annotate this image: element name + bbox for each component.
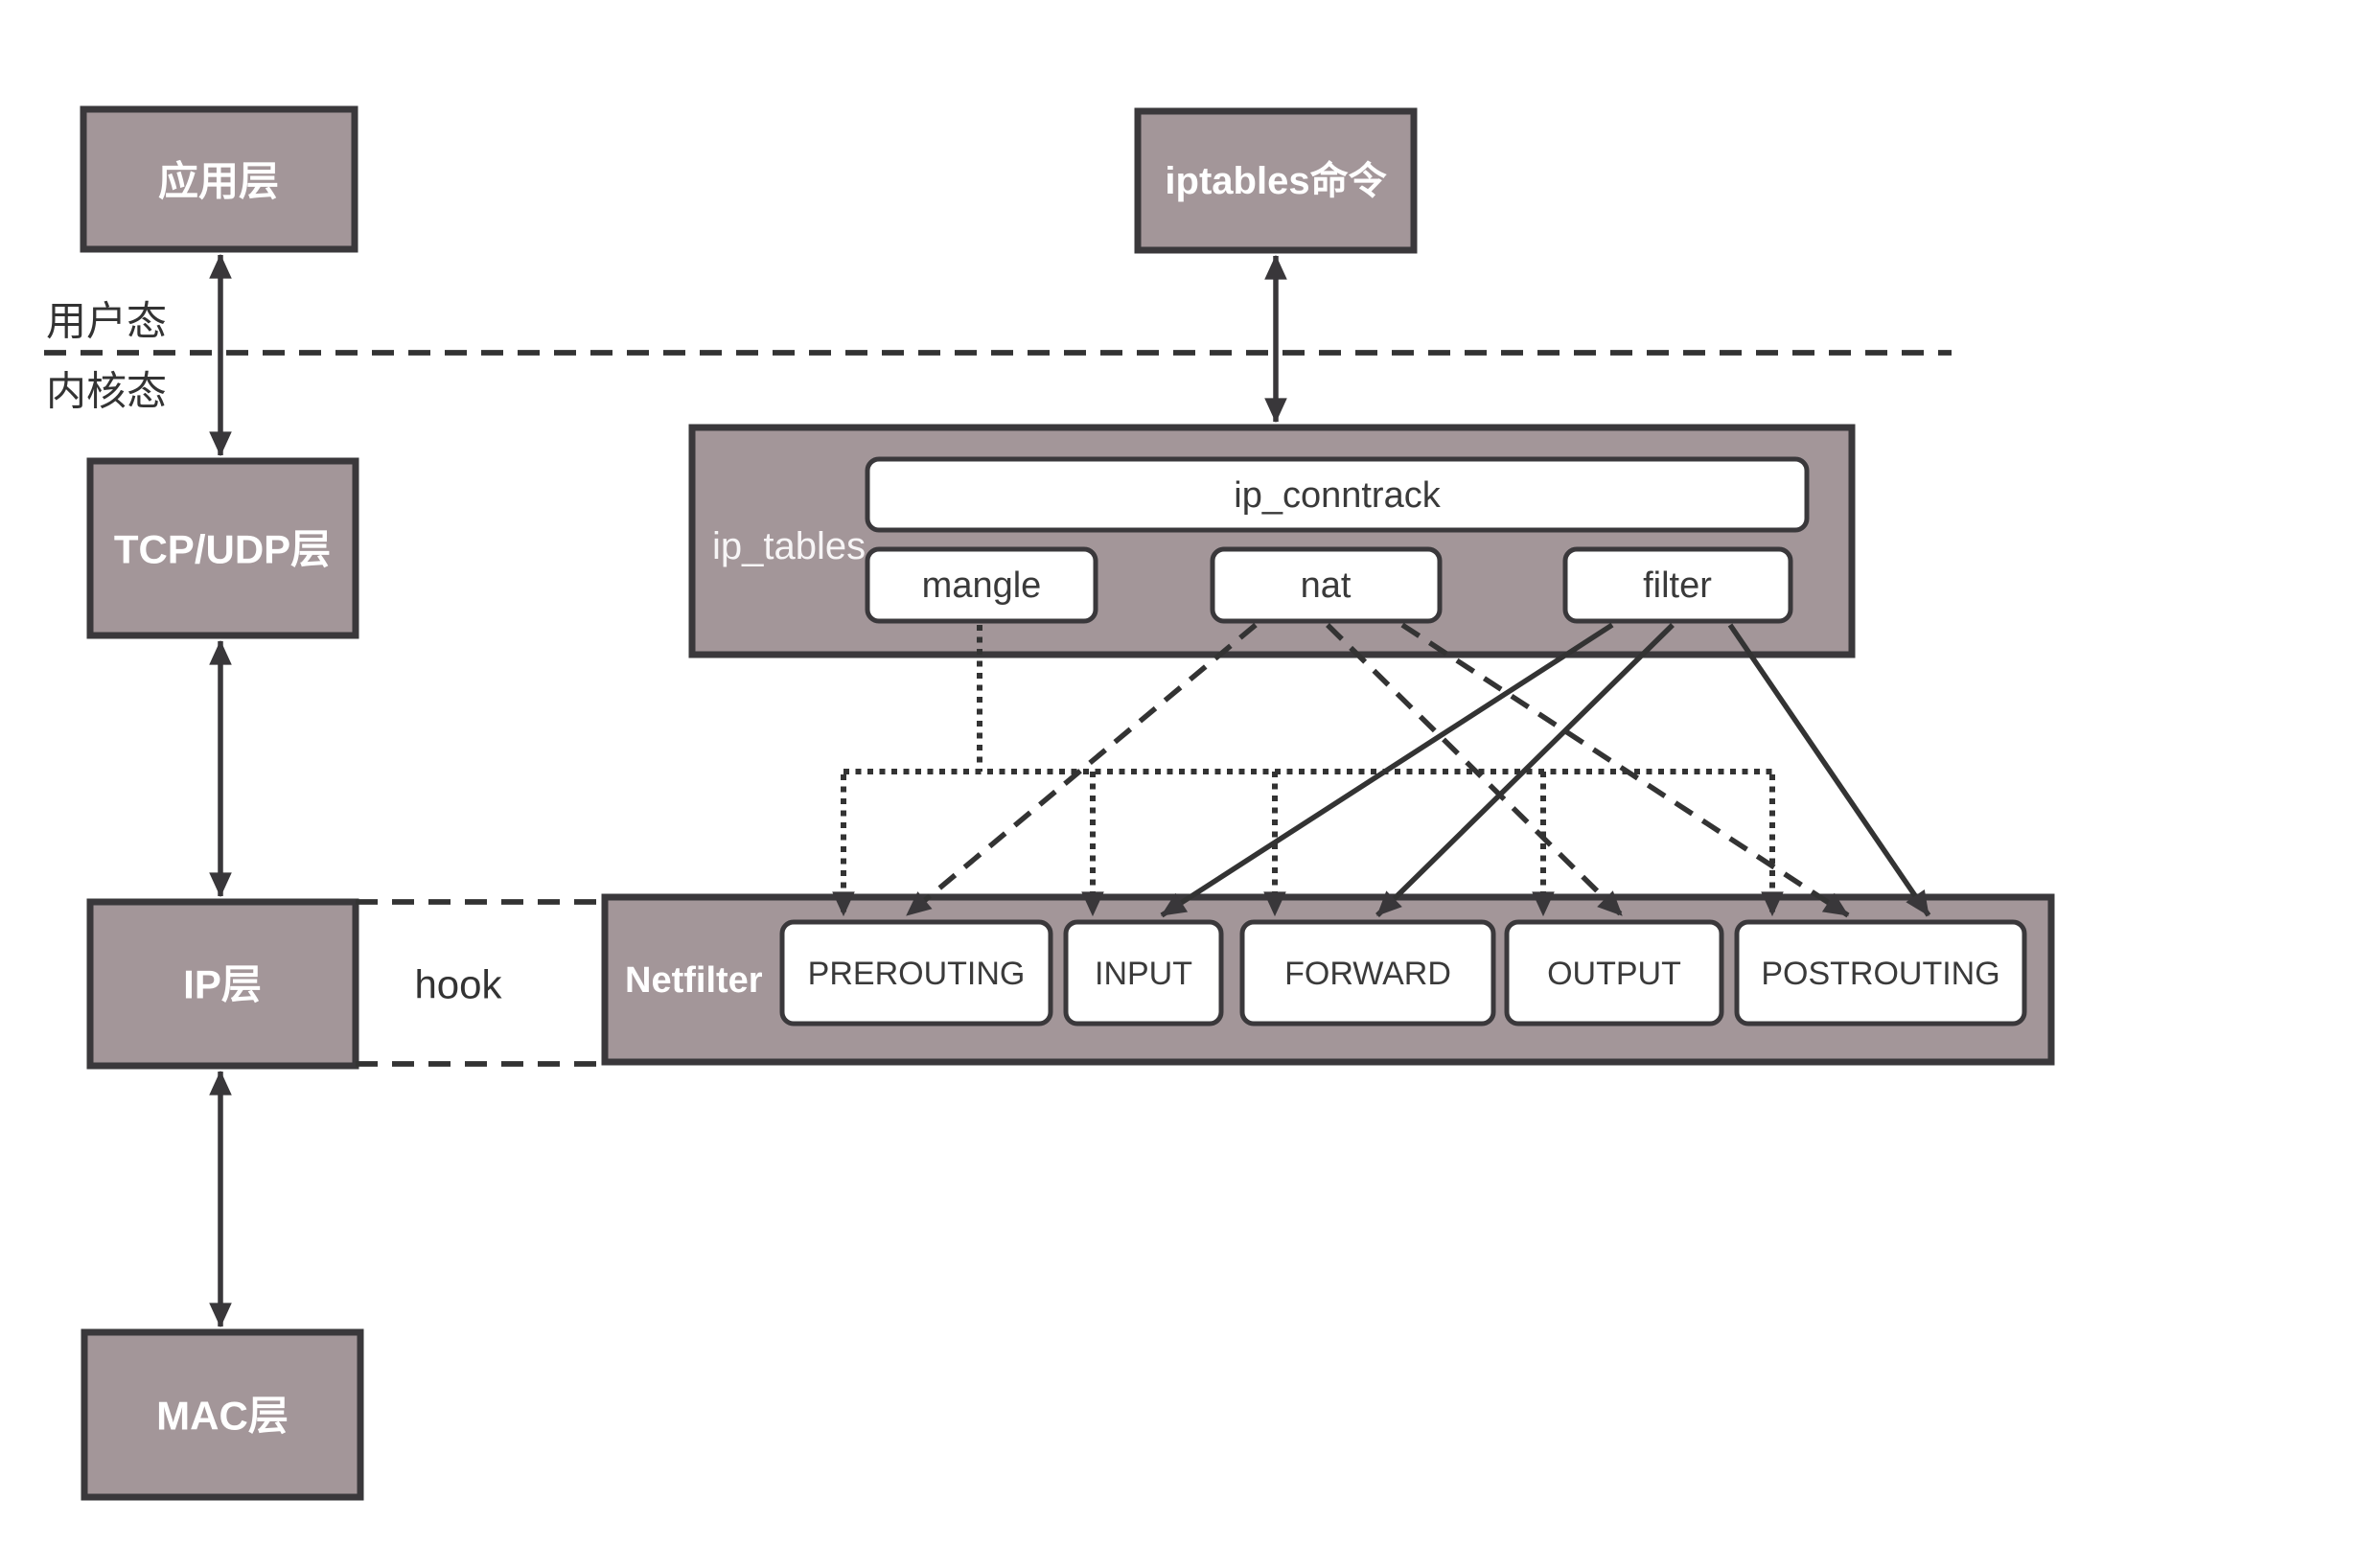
iptables-command-box: [1134, 107, 1418, 254]
postrouting-chain-box: [1734, 919, 2027, 1027]
nat-to-prerouting-arrow: [905, 622, 1258, 918]
tcp-udp-layer-box: [86, 457, 359, 639]
nat-table-box: [1210, 546, 1443, 624]
hook-label: hook: [414, 962, 502, 1007]
iptables-command-label: iptables命令: [1165, 159, 1387, 202]
user-mode-label: 用户态: [46, 299, 167, 344]
filter-table-label: filter: [1643, 565, 1712, 606]
filter-to-postrouting-arrow: [1727, 623, 1931, 917]
prerouting-chain-label: PREROUTING: [808, 956, 1026, 992]
ip-tables-label: ip_tables: [712, 525, 866, 567]
mac-layer-label: MAC层: [156, 1394, 289, 1439]
nat-table-label: nat: [1301, 565, 1352, 606]
filter-to-forward-arrow: [1375, 623, 1675, 917]
ip-conntrack-label: ip_conntrack: [1234, 475, 1441, 516]
postrouting-chain-label: POSTROUTING: [1761, 956, 1999, 992]
kernel-mode-label: 内核态: [46, 369, 167, 414]
input-chain-label: INPUT: [1095, 956, 1192, 992]
ip-conntrack-box: [865, 456, 1810, 533]
output-chain-box: [1504, 919, 1724, 1027]
tcp-udp-layer-label: TCP/UDP层: [114, 527, 331, 572]
forward-chain-box: [1239, 919, 1496, 1027]
mangle-table-label: mangle: [922, 565, 1042, 606]
filter-to-input-arrow: [1160, 622, 1614, 918]
ip-layer-box: [86, 898, 359, 1070]
mangle-table-box: [865, 546, 1098, 624]
output-chain-label: OUTPUT: [1547, 956, 1681, 992]
mac-layer-box: [81, 1328, 364, 1501]
netfilter-label: Netfilter: [625, 960, 763, 1001]
nat-to-output-arrow: [1326, 623, 1624, 917]
filter-table-box: [1562, 546, 1793, 624]
ip-layer-label: IP层: [183, 962, 262, 1007]
application-layer-label: 应用层: [158, 159, 279, 204]
prerouting-chain-box: [779, 919, 1053, 1027]
forward-chain-label: FORWARD: [1284, 956, 1451, 992]
nat-to-postrouting-arrow: [1400, 622, 1850, 918]
application-layer-box: [80, 105, 358, 253]
input-chain-box: [1063, 919, 1224, 1027]
